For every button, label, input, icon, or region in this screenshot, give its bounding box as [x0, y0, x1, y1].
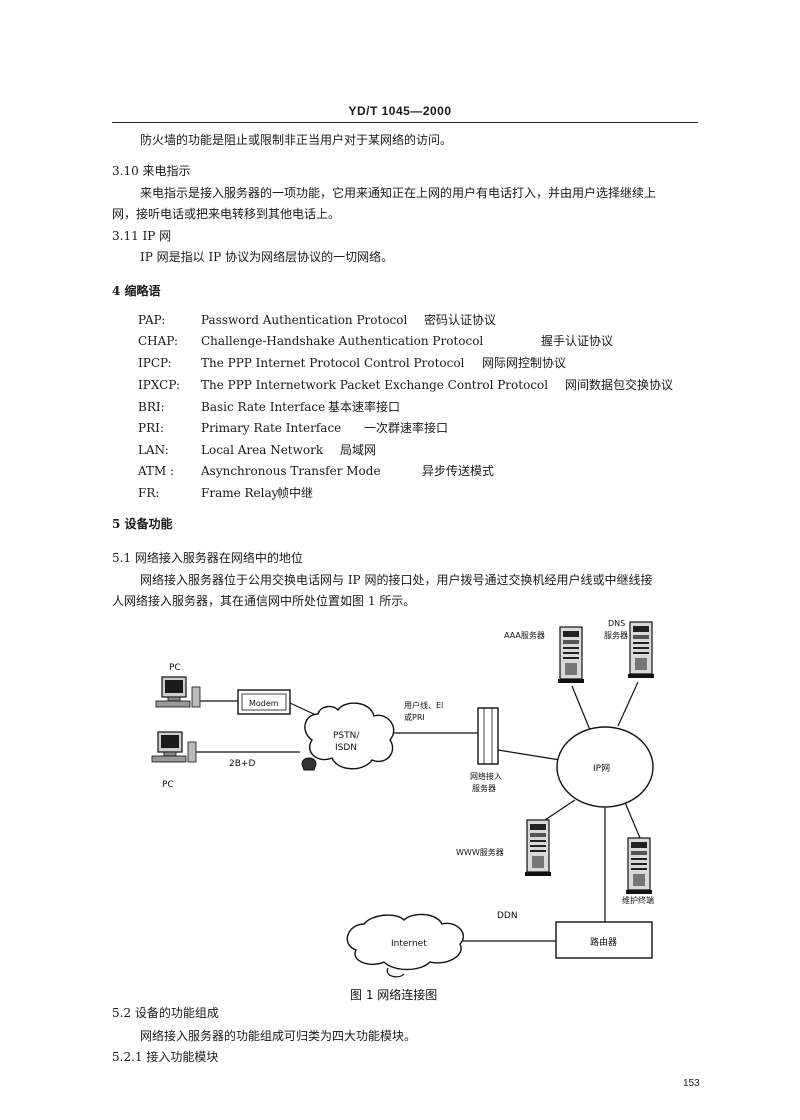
abbr-chinese: 基本速率接口 [328, 400, 401, 414]
pstn-label-line2: ISDN [335, 743, 357, 753]
dns-label-line1: DNS [608, 619, 625, 628]
figure-caption: 图 1 网络连接图 [350, 987, 437, 1002]
aaa-ipnet-line [571, 685, 591, 731]
modem-pstn-line [289, 702, 319, 717]
abbr-chinese: 异步传送模式 [422, 464, 495, 478]
abbr-english: The PPP Internetwork Packet Exchange Con… [201, 378, 549, 392]
abbr-key: CHAP: [138, 334, 179, 348]
abbr-chinese: 握手认证协议 [541, 334, 614, 348]
abbr-chinese: 密码认证协议 [424, 313, 497, 327]
dns-label-line2: 服务器 [604, 630, 628, 640]
abbr-key: IPCP: [138, 356, 172, 370]
abbr-english: Asynchronous Transfer Mode [201, 464, 381, 478]
dns-server-icon [627, 621, 655, 679]
abbr-chinese: 局域网 [340, 443, 377, 457]
body-line: 网络接入服务器的功能组成可归类为四大功能模块。 [140, 1029, 417, 1043]
aaa-server-icon [557, 626, 585, 684]
abbr-key: IPXCP: [138, 378, 181, 392]
ip-network-label: IP网 [593, 763, 610, 774]
pc-bottom-icon [151, 731, 197, 763]
abbr-english: Password Authentication Protocol [201, 313, 408, 327]
body-line: 5.2.1 接入功能模块 [112, 1050, 219, 1064]
body-line: IP 网是指以 IP 协议为网络层协议的一切网络。 [140, 250, 394, 264]
ddn-label: DDN [497, 911, 518, 921]
nas-device [477, 707, 499, 765]
abbr-chinese: 网间数据包交换协议 [565, 378, 674, 392]
header-rule [112, 122, 698, 123]
pstn-label-line1: PSTN/ [333, 731, 360, 741]
abbr-key: FR: [138, 486, 160, 500]
abbr-english: Local Area Network [201, 443, 324, 457]
body-line: 3.11 IP 网 [112, 229, 172, 243]
abbr-chinese: 一次群速率接口 [364, 421, 449, 435]
www-server-icon [524, 819, 552, 877]
trunk-label-line1: 用户线、El [404, 700, 443, 710]
nas-ipnet-line [497, 749, 561, 761]
nas-label-line2: 服务器 [472, 783, 496, 793]
dns-ipnet-line [617, 681, 639, 727]
body-line: 4 缩略语 [112, 284, 161, 298]
abbr-key: BRI: [138, 400, 165, 414]
router-box [555, 921, 653, 959]
www-server-label: WWW服务器 [456, 847, 504, 857]
abbr-english: Challenge-Handshake Authentication Proto… [201, 334, 484, 348]
body-line: 来电指示是接入服务器的一项功能，它用来通知正在上网的用户有电话打入，并由用户选择… [140, 186, 657, 200]
maint-ipnet-line [623, 799, 641, 839]
nas-label-line1: 网络接入 [470, 771, 502, 781]
abbr-key: PAP: [138, 313, 166, 327]
abbr-key: LAN: [138, 443, 169, 457]
page-header: YD/T 1045—2000 [348, 104, 452, 118]
pc-bottom-label: PC [162, 780, 174, 790]
pstn-isdn-cloud [304, 702, 395, 770]
ip-network-ellipse [556, 726, 654, 808]
abbr-chinese: 帧中继 [277, 486, 314, 500]
body-line: 3.10 来电指示 [112, 164, 191, 178]
abbr-english: Basic Rate Interface [201, 400, 326, 414]
abbr-chinese: 网际网控制协议 [482, 356, 567, 370]
body-line: 人网络接入服务器，其在通信网中所处位置如图 1 所示。 [112, 594, 416, 608]
abbr-key: ATM : [138, 464, 175, 478]
internet-cloud [346, 913, 465, 971]
body-line: 网，接听电话或把来电转移到其他电话上。 [112, 207, 341, 221]
aaa-server-label: AAA服务器 [504, 630, 545, 640]
modem-label: Modem [249, 699, 279, 708]
page-number: 153 [683, 1078, 700, 1089]
maintenance-terminal-label: 维护终端 [622, 895, 654, 905]
pc-top-label: PC [169, 663, 181, 673]
body-line: 防火墙的功能是阻止或限制非正当用户对于某网络的访问。 [140, 133, 453, 147]
internet-label: Internet [391, 939, 427, 949]
maintenance-terminal-icon [625, 837, 653, 895]
www-ipnet-line [544, 799, 576, 821]
abbr-english: The PPP Internet Protocol Control Protoc… [201, 356, 465, 370]
abbr-english: Frame Relay [201, 486, 279, 500]
trunk-label-line2: 或PRI [404, 712, 425, 722]
isdn-link-label: 2B+D [229, 759, 255, 769]
body-line: 5.1 网络接入服务器在网络中的地位 [112, 551, 303, 565]
abbr-key: PRI: [138, 421, 164, 435]
body-line: 网络接入服务器位于公用交换电话网与 IP 网的接口处，用户拨号通过交换机经用户线… [140, 573, 653, 587]
phone-icon [301, 757, 317, 771]
body-line: 5.2 设备的功能组成 [112, 1006, 219, 1020]
pc-top-icon [155, 676, 201, 708]
abbr-english: Primary Rate Interface [201, 421, 342, 435]
router-label: 路由器 [590, 936, 617, 948]
body-line: 5 设备功能 [112, 517, 173, 531]
